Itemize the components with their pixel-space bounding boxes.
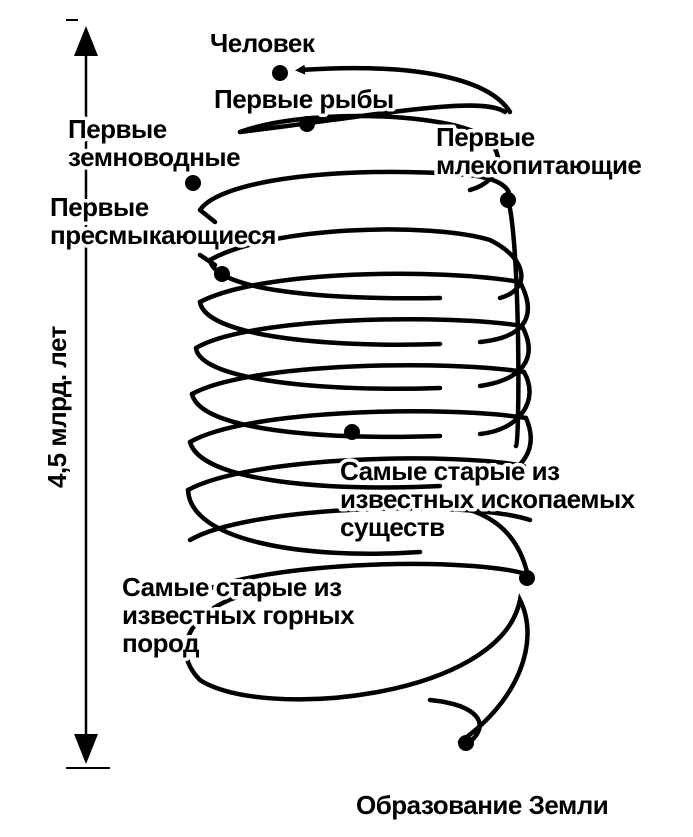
marker-first-amphibians (185, 175, 201, 191)
label-first-fish: Первые рыбы (214, 84, 394, 114)
event-markers (185, 65, 535, 751)
marker-oldest-rocks (519, 570, 535, 586)
event-labels: Человек Первые рыбы Первые земноводные П… (47, 25, 646, 821)
axis-duration-label: 4,5 млрд. лет (42, 325, 72, 488)
label-first-mammals-line2: млекопитающие (436, 150, 641, 180)
coil-top-arrow-line (295, 64, 513, 115)
label-oldest-rocks-line2: известных горных (122, 600, 355, 630)
label-first-amphibians-line2: земноводные (68, 142, 240, 172)
marker-human (272, 65, 288, 81)
coil-top-turns (197, 113, 512, 268)
label-first-reptiles-line1: Первые (50, 192, 149, 222)
label-oldest-fossils-line1: Самые старые из (340, 456, 560, 486)
arrow-down-icon (74, 734, 98, 764)
label-oldest-rocks-line1: Самые старые из (122, 572, 342, 602)
label-oldest-fossils-line3: существ (340, 512, 445, 542)
coil-front-arcs (183, 197, 533, 745)
coil-back-arcs (185, 227, 535, 745)
label-first-reptiles-line2: пресмыкающиеся (50, 220, 276, 250)
arrow-up-icon (74, 26, 98, 56)
marker-first-fish (299, 116, 315, 132)
marker-earth-formation (458, 735, 474, 751)
label-first-amphibians-line1: Первые (68, 114, 167, 144)
marker-oldest-fossils (344, 424, 360, 440)
label-oldest-rocks-line3: пород (122, 628, 200, 658)
label-oldest-fossils-line2: известных ископаемых (340, 484, 636, 514)
label-first-mammals-line1: Первые (436, 122, 535, 152)
history-spiral (183, 64, 535, 745)
marker-first-mammals (500, 192, 516, 208)
label-human: Человек (210, 28, 316, 58)
coil-fish-arc (237, 103, 508, 135)
time-axis: 4,5 млрд. лет (42, 19, 110, 769)
marker-first-reptiles (214, 266, 230, 282)
label-earth-formation: Образование Земли (356, 790, 608, 820)
